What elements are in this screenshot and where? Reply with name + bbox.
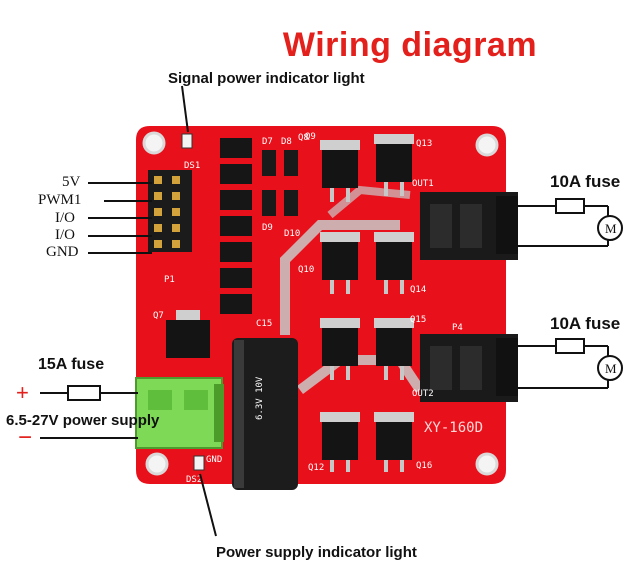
silk-p4: P4 — [452, 323, 463, 333]
silk-gnd: GND — [206, 455, 222, 465]
power-terminal — [135, 377, 224, 449]
silk-d7: D7 — [262, 137, 273, 147]
silk-q7: Q7 — [153, 311, 164, 321]
silk-d9: D9 — [262, 223, 273, 233]
pin-wires — [88, 182, 152, 254]
silk-q8: Q8 — [298, 133, 309, 143]
mounting-hole — [145, 452, 169, 476]
silk-q10: Q10 — [298, 265, 314, 275]
supply-wiring — [40, 385, 138, 439]
silk-d8: D8 — [281, 137, 292, 147]
supply-minus-sign: − — [18, 424, 33, 451]
diodes — [262, 150, 298, 216]
signal-light-callout: Signal power indicator light — [168, 70, 365, 87]
silk-q13: Q13 — [416, 139, 432, 149]
power-light-callout: Power supply indicator light — [216, 544, 417, 561]
signal-led-ds1 — [181, 133, 193, 149]
motor-1-symbol: M — [605, 221, 617, 236]
output-1-wiring — [518, 198, 623, 247]
signal-light-leader — [181, 85, 189, 133]
silk-p1: P1 — [164, 275, 175, 285]
power-light-leader — [199, 473, 217, 537]
silk-q15: Q15 — [410, 315, 426, 325]
motor-2-symbol: M — [605, 361, 617, 376]
electrolytic-capacitor: 6.3V 10V — [232, 338, 298, 490]
silk-q16: Q16 — [416, 461, 432, 471]
mounting-hole — [142, 131, 166, 155]
silk-d10: D10 — [284, 229, 300, 239]
pin-label-pwm1: PWM1 — [38, 192, 82, 208]
mounting-hole — [475, 133, 499, 157]
silk-q9: Q9 — [305, 132, 316, 142]
silk-ds1: DS1 — [184, 161, 200, 171]
silk-out1: OUT1 — [412, 179, 434, 189]
pin-label-gnd: GND — [46, 244, 79, 260]
regulator-q7 — [166, 320, 210, 358]
silk-q14: Q14 — [410, 285, 426, 295]
silk-ds2: DS2 — [186, 475, 202, 485]
output-2-wiring — [518, 338, 623, 389]
output-connectors — [420, 192, 518, 402]
pin-header-p1 — [148, 170, 192, 252]
pcb-board — [136, 126, 506, 484]
page-title: Wiring diagram — [282, 26, 538, 64]
power-led-ds2 — [193, 455, 205, 471]
pin-label-io-1: I/O — [55, 210, 75, 226]
mounting-hole — [475, 452, 499, 476]
pin-label-io-2: I/O — [55, 227, 75, 243]
pin-label-5v: 5V — [62, 174, 81, 190]
silk-q12: Q12 — [308, 463, 324, 473]
driver-chips — [220, 138, 252, 314]
mosfets — [320, 134, 414, 472]
silk-c15: C15 — [256, 319, 272, 329]
supply-plus-sign: + — [16, 380, 29, 405]
board-model: XY-160D — [424, 420, 483, 436]
output-1-fuse-label: 10A fuse — [550, 172, 621, 191]
output-2-fuse-label: 10A fuse — [550, 314, 621, 333]
supply-fuse-label: 15A fuse — [38, 356, 105, 373]
silk-out2: OUT2 — [412, 389, 434, 399]
capacitor-text: 6.3V 10V — [255, 376, 265, 420]
supply-range-label: 6.5-27V power supply — [6, 412, 160, 429]
